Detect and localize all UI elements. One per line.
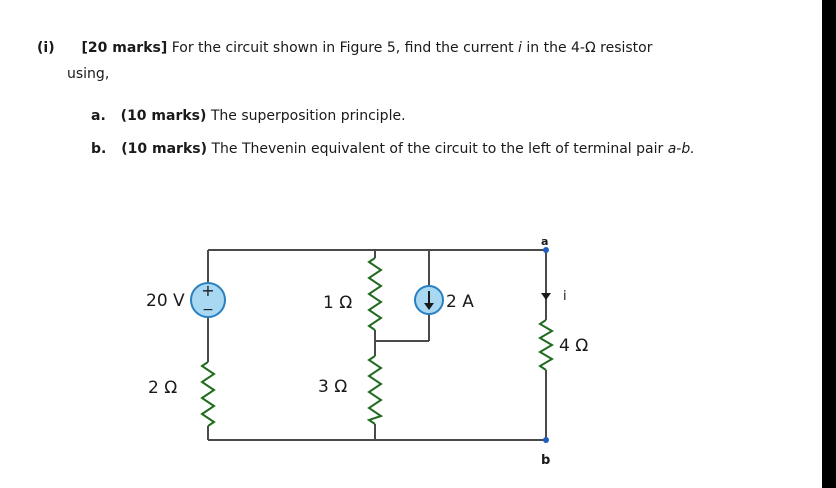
problem-using: using, [67,66,110,82]
label-terminal-a: a [541,235,548,248]
resistor-2ohm [200,361,216,427]
resistor-4ohm [538,319,554,371]
part-b-letter: b. [91,141,107,157]
current-source-2a [414,285,444,315]
part-b-terminals: a-b. [667,141,695,157]
part-a: a. (10 marks) The superposition principl… [91,108,406,124]
terminal-b-dot [543,437,549,443]
terminal-a-dot [543,247,549,253]
voltage-plus: + [201,281,214,300]
label-1ohm: 1 Ω [323,293,352,313]
label-4ohm: 4 Ω [559,336,588,356]
circuit-wires [207,249,547,441]
problem-line-1: (i) [20 marks] For the circuit shown in … [37,40,653,56]
part-a-letter: a. [91,108,106,124]
voltage-minus: − [202,302,214,318]
part-b-text: The Thevenin equivalent of the circuit t… [211,141,664,157]
problem-statement: For the circuit shown in Figure 5, find … [171,40,514,56]
problem-marks: [20 marks] [81,40,168,56]
problem-current-var: i [518,40,522,56]
resistors [200,257,554,427]
current-arrow-head-icon [424,303,434,310]
voltage-source-20v: + − [190,281,226,318]
window-edge-bar [822,0,836,488]
part-a-marks: (10 marks) [120,108,207,124]
label-2ohm: 2 Ω [148,378,177,398]
part-b-marks: (10 marks) [121,141,207,157]
part-b: b. (10 marks) The Thevenin equivalent of… [91,141,695,157]
problem-number: (i) [37,40,55,56]
label-terminal-b: b [541,453,550,468]
current-i-arrow-icon [541,293,551,300]
label-2a: 2 A [446,292,474,312]
label-current-i: i [563,289,567,304]
resistor-1ohm [367,257,383,331]
part-a-text: The superposition principle. [210,108,406,124]
resistor-3ohm [366,355,384,425]
label-20v: 20 V [146,291,185,311]
voltage-source-circle [190,282,226,318]
label-3ohm: 3 Ω [318,377,347,397]
problem-statement-tail: in the 4-Ω resistor [526,40,653,56]
